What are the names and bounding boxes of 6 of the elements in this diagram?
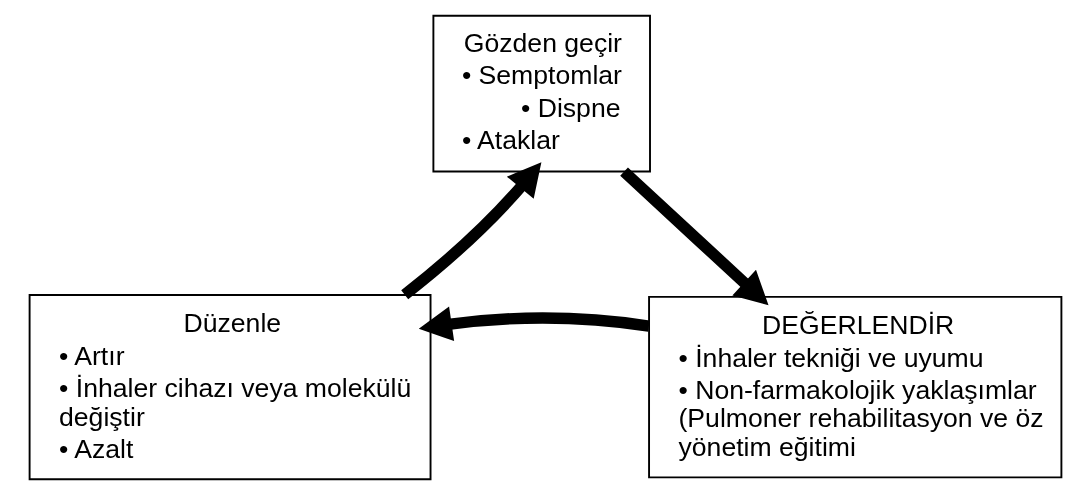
arrow xyxy=(418,306,650,342)
arrow xyxy=(400,162,541,300)
arrow xyxy=(619,167,769,306)
node-box: Gözden geçir • Semptomlar • Dispne • Ataklar xyxy=(431,14,651,173)
node-box: DEĞERLENDİR • İnhaler tekniği ve uyumu • Non-farmakolojik yaklaşımlar (Pulmoner rehabilitasyon ve öz yönetim eğitimi xyxy=(647,295,1062,479)
node-box: Düzenle • Artır • İnhaler cihazı veya molekülü değiştir • Azalt xyxy=(28,294,431,481)
